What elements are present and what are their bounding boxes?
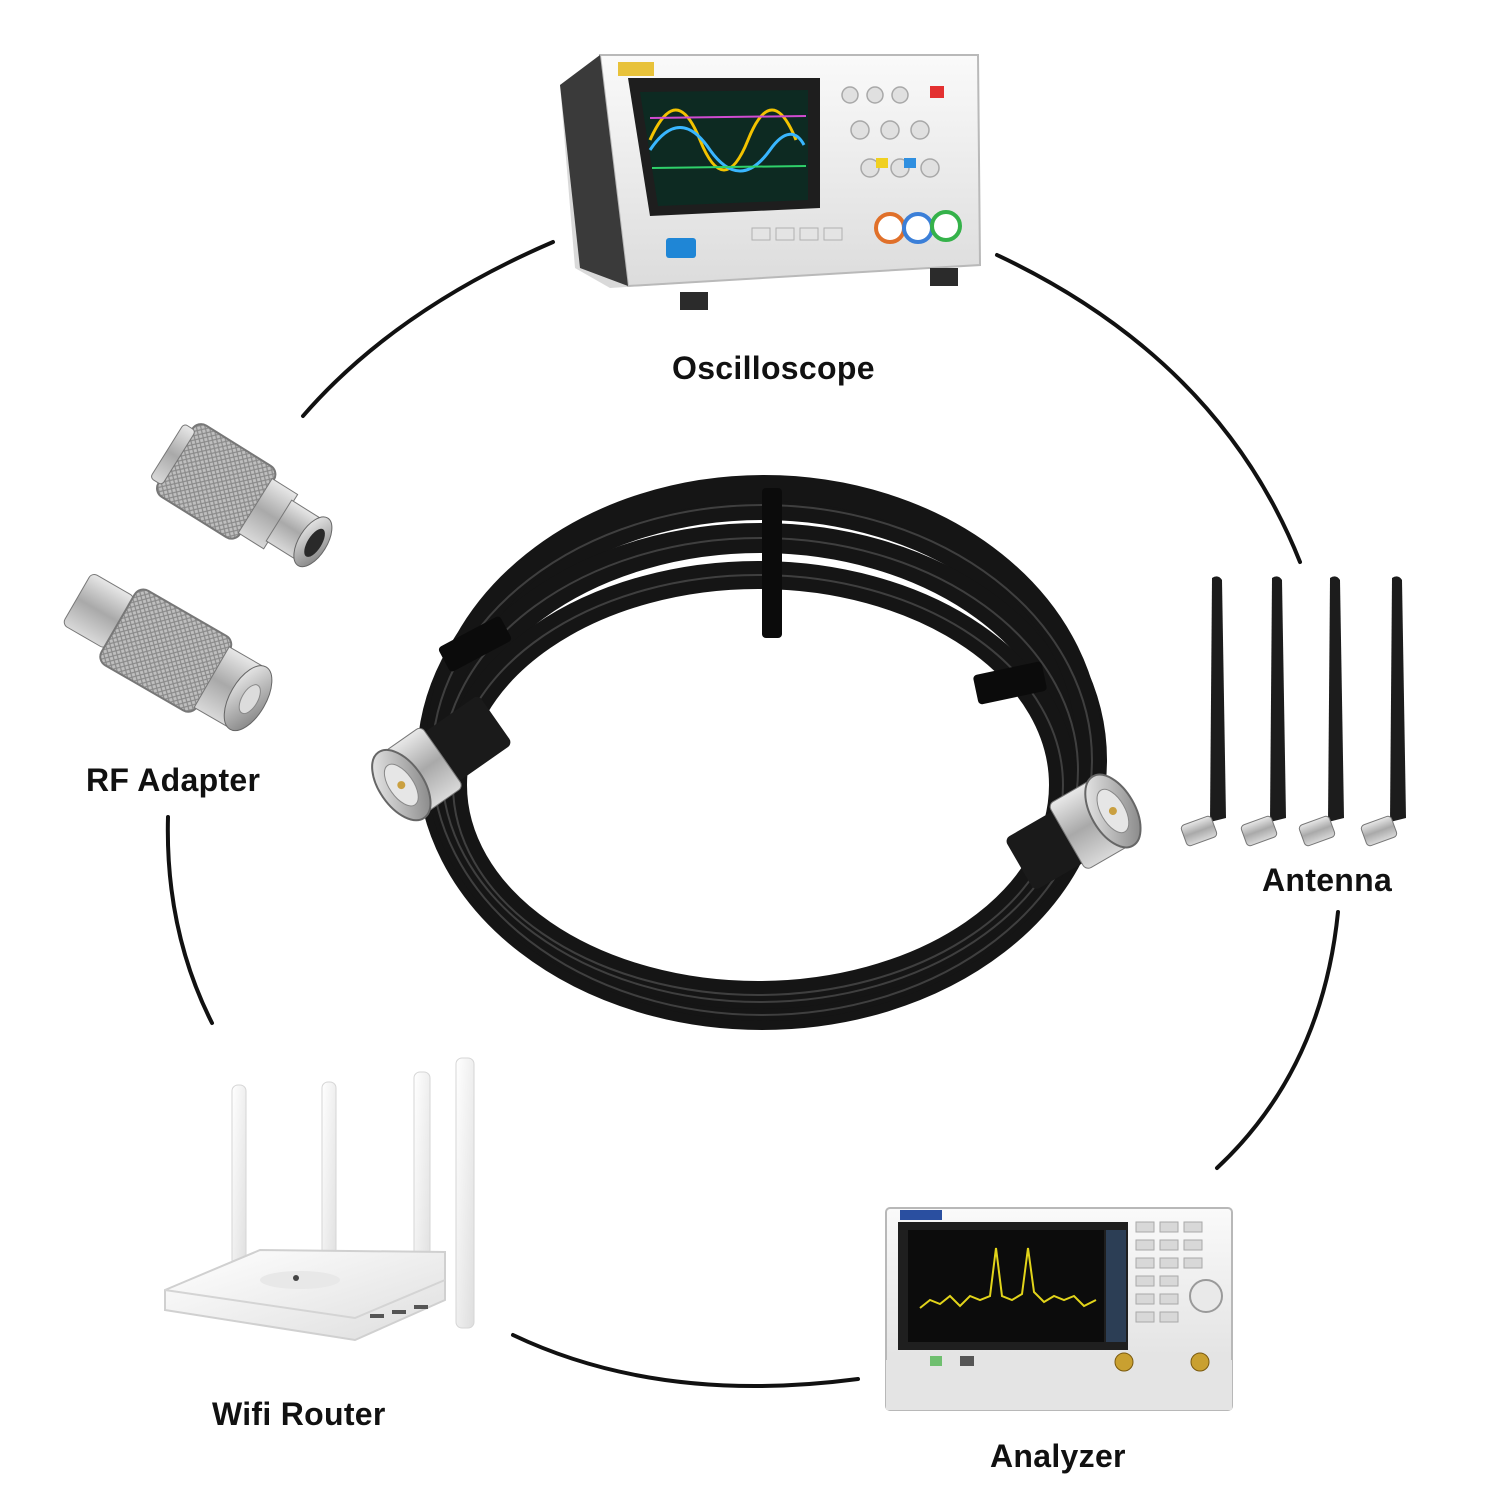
oscilloscope-label: Oscilloscope xyxy=(672,350,875,386)
antenna-image xyxy=(1180,576,1406,847)
oscilloscope-image xyxy=(560,54,982,310)
analyzer-label: Analyzer xyxy=(990,1438,1126,1474)
antenna-label: Antenna xyxy=(1262,862,1393,898)
rf-adapter-image xyxy=(63,423,333,732)
arc-oscilloscope-rf xyxy=(301,240,555,418)
rf-adapter-label: RF Adapter xyxy=(86,762,261,798)
spectrum-analyzer-image xyxy=(885,1207,1233,1411)
wifi-router-image xyxy=(164,1057,475,1342)
coax-cable-image xyxy=(371,475,1142,1030)
wifi-router-label: Wifi Router xyxy=(212,1396,386,1432)
connector-arcs xyxy=(165,240,1340,1389)
arc-wifi-analyzer xyxy=(511,1333,860,1389)
arc-rf-wifi xyxy=(165,815,214,1025)
arc-oscilloscope-antenna xyxy=(995,253,1302,564)
arc-antenna-analyzer xyxy=(1215,910,1340,1170)
